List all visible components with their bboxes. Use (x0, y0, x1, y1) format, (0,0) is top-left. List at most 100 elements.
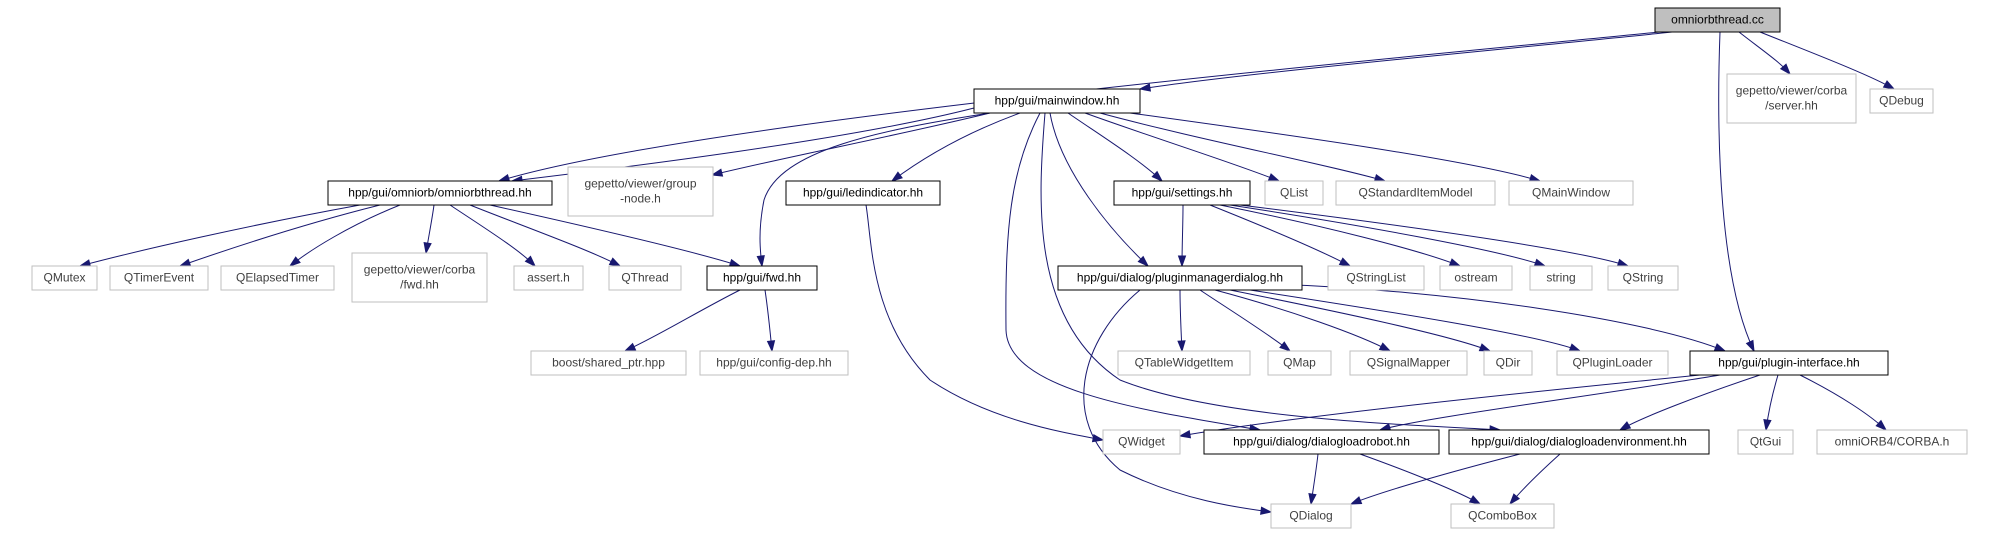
edge-pluginmanagerdialog_hh-to-qtablewidgetitem (1177, 289, 1186, 353)
edge-arrowhead (1308, 493, 1317, 506)
edge-line (489, 204, 741, 267)
node-qstring: QString (1607, 265, 1679, 291)
node-ledindicator-hh[interactable]: hpp/gui/ledindicator.hh (785, 180, 941, 206)
node-corba-h: omniORB4/CORBA.h (1816, 429, 1968, 455)
edge-arrowhead (890, 171, 903, 182)
node-omniorbthread-hh[interactable]: hpp/gui/omniorb/omniorbthread.hh (327, 180, 553, 206)
node-label: QWidget (1118, 435, 1165, 449)
edge-pluginmanagerdialog_hh-to-qsignalmapper (1214, 289, 1392, 352)
node-label: hpp/gui/omniorb/omniorbthread.hh (348, 186, 531, 200)
edge-line (1619, 374, 1761, 431)
node-box (1264, 180, 1324, 206)
node-label: ostream (1454, 271, 1497, 285)
node-label: QPluginLoader (1572, 356, 1652, 370)
node-qtgui: QtGui (1737, 429, 1794, 455)
node-label: QMap (1283, 356, 1316, 370)
edge-pluginmanagerdialog_hh-to-qmap (1199, 289, 1292, 352)
edge-mainwindow_hh-to-group_node_h (710, 112, 991, 177)
node-box (699, 350, 849, 376)
node-label: hpp/gui/config-dep.hh (716, 356, 831, 370)
edge-arrowhead (1177, 255, 1187, 268)
edge-mainwindow_hh-to-settings_hh (1067, 112, 1164, 183)
edge-settings_hh-to-pluginmanagerdialog_hh (1177, 204, 1187, 268)
edge-pluginmanagerdialog_hh-to-plugin_interface_hh (1269, 283, 1727, 352)
node-omniorbthread-cc[interactable]: omniorbthread.cc (1654, 7, 1781, 33)
edge-line (1229, 204, 1546, 267)
node-label: QMainWindow (1532, 186, 1610, 200)
edge-arrowhead (1378, 342, 1392, 352)
edge-line (469, 204, 621, 267)
edge-plugin_interface_hh-to-dialogloadenvironment_hh (1618, 374, 1761, 431)
edge-arrowhead (1882, 80, 1896, 90)
node-box (1448, 429, 1710, 455)
edge-omniorbthread_hh-to-qmutex (78, 204, 361, 268)
edge-mainwindow_hh-to-qmainwindow (1129, 112, 1542, 183)
edge-arrowhead (1338, 257, 1352, 267)
node-pluginmanagerdialog-hh[interactable]: hpp/gui/dialog/pluginmanagerdialog.hh (1057, 265, 1303, 291)
edge-line (1099, 112, 1386, 182)
edge-line (1249, 289, 1581, 352)
node-plugin-interface-hh[interactable]: hpp/gui/plugin-interface.hh (1689, 350, 1889, 376)
edge-arrowhead (623, 342, 637, 352)
node-box (1113, 180, 1251, 206)
edge-fwd_hh-to-config_dep_hh (764, 289, 776, 353)
edge-arrowhead (1618, 421, 1632, 431)
node-qstringlist: QStringList (1327, 265, 1425, 291)
edge-arrowhead (1568, 343, 1582, 352)
edge-plugin_interface_hh-to-corba_h (1799, 374, 1888, 432)
node-label: QElapsedTimer (236, 271, 319, 285)
node-label: QString (1623, 271, 1664, 285)
edge-line (624, 289, 741, 352)
node-dialogloadenvironment-hh[interactable]: hpp/gui/dialog/dialogloadenvironment.hh (1448, 429, 1710, 455)
edge-arrowhead (756, 255, 765, 268)
node-dialogloadrobot-hh[interactable]: hpp/gui/dialog/dialogloadrobot.hh (1203, 429, 1440, 455)
edge-mainwindow_hh-to-qlist (1084, 112, 1281, 182)
edge-line (1129, 112, 1541, 182)
node-fwd-hh[interactable]: hpp/gui/fwd.hh (706, 265, 818, 291)
edge-line (179, 204, 381, 267)
edge-arrowhead (1478, 343, 1492, 352)
edge-omniorbthread_hh-to-qelapsedtimer (288, 204, 401, 267)
edge-plugin_interface_hh-to-qwidget (1178, 374, 1701, 439)
node-qthread: QThread (608, 265, 682, 291)
edge-line (1084, 112, 1280, 182)
node-qmutex: QMutex (31, 265, 98, 291)
edge-line (1799, 374, 1887, 431)
edge-line (1239, 204, 1629, 267)
node-box (1057, 265, 1303, 291)
node-group-node-h: gepetto/viewer/group-node.h (567, 166, 714, 217)
node-box (1335, 180, 1496, 206)
edge-arrowhead (728, 258, 742, 267)
edge-pluginmanagerdialog_hh-to-qdir (1229, 289, 1492, 352)
node-box (1270, 503, 1352, 529)
edge-line (511, 107, 975, 182)
node-box (1102, 429, 1181, 455)
edge-mainwindow_hh-to-qstandarditemmodel (1099, 112, 1387, 183)
node-box (1529, 265, 1593, 291)
node-label: QMutex (43, 271, 85, 285)
edge-settings_hh-to-qstringlist (1209, 204, 1352, 267)
node-label: omniorbthread.cc (1671, 13, 1764, 27)
node-label: gepetto/viewer/group (584, 177, 696, 191)
edge-arrowhead (1138, 83, 1152, 92)
edge-line (1083, 289, 1272, 513)
edge-omniorbthread_cc-to-corba_server_hh (1738, 31, 1791, 76)
node-box (1556, 350, 1669, 376)
node-label: QDialog (1289, 509, 1332, 523)
edge-line (1214, 289, 1391, 352)
node-label: QThread (621, 271, 668, 285)
node-box (220, 265, 335, 291)
node-box (327, 180, 553, 206)
node-label: hpp/gui/fwd.hh (723, 271, 801, 285)
node-qsignalmapper: QSignalMapper (1349, 350, 1468, 376)
node-settings-hh[interactable]: hpp/gui/settings.hh (1113, 180, 1251, 206)
node-box (109, 265, 209, 291)
edge-arrowhead (497, 173, 511, 183)
edge-arrowhead (608, 257, 622, 267)
node-mainwindow-hh[interactable]: hpp/gui/mainwindow.hh (973, 88, 1141, 114)
edge-arrowhead (423, 241, 432, 255)
edge-dialogloadrobot_hh-to-qdialog (1308, 453, 1319, 506)
node-label: hpp/gui/settings.hh (1132, 186, 1233, 200)
node-label: /server.hh (1765, 99, 1818, 113)
edge-arrowhead (1279, 341, 1292, 352)
